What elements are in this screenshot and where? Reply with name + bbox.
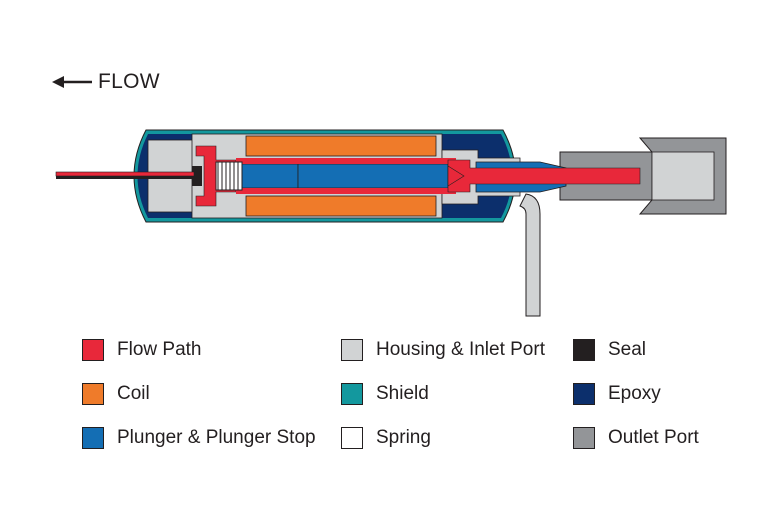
legend-item-housing: Housing & Inlet Port	[341, 337, 545, 363]
legend-item-coil: Coil	[82, 381, 150, 407]
legend-item-spring: Spring	[341, 425, 431, 451]
legend-item-plunger: Plunger & Plunger Stop	[82, 425, 316, 451]
legend-swatch	[573, 383, 595, 405]
legend-item-outlet-port: Outlet Port	[573, 425, 699, 451]
legend-label: Spring	[376, 427, 431, 448]
legend-swatch	[82, 427, 104, 449]
legend-label: Seal	[608, 339, 647, 360]
legend-swatch	[573, 339, 595, 361]
legend-swatch	[341, 427, 363, 449]
plunger-stop	[297, 163, 449, 189]
legend-item-shield: Shield	[341, 381, 429, 407]
legend-item-seal: Seal	[573, 337, 646, 363]
legend-swatch	[341, 383, 363, 405]
legend-swatch	[82, 383, 104, 405]
legend-label: Outlet Port	[608, 427, 699, 448]
outlet-bent-tube	[519, 193, 541, 317]
legend-swatch	[573, 427, 595, 449]
coil-top	[245, 135, 437, 157]
legend-label: Plunger & Plunger Stop	[117, 427, 316, 448]
flow-path-inlet	[447, 159, 641, 193]
legend-label: Epoxy	[608, 383, 661, 404]
legend-swatch	[341, 339, 363, 361]
flow-path-top-bore	[236, 158, 456, 164]
legend-item-epoxy: Epoxy	[573, 381, 661, 407]
spring	[215, 161, 243, 191]
legend-label: Coil	[117, 383, 150, 404]
legend-label: Flow Path	[117, 339, 202, 360]
flow-label: FLOW	[98, 70, 160, 93]
wire-lead-black	[56, 176, 194, 179]
legend-label: Shield	[376, 383, 429, 404]
legend-item-flow-path: Flow Path	[82, 337, 201, 363]
flow-path-bottom-bore	[236, 188, 456, 194]
legend-label: Housing & Inlet Port	[376, 339, 545, 360]
valve-seat-tip	[447, 165, 465, 187]
seal	[192, 166, 202, 186]
outlet-port-inner	[651, 151, 715, 201]
flow-indicator: FLOW	[52, 68, 160, 96]
left-arrow-icon	[52, 76, 92, 88]
legend-swatch	[82, 339, 104, 361]
coil-bottom	[245, 195, 437, 217]
